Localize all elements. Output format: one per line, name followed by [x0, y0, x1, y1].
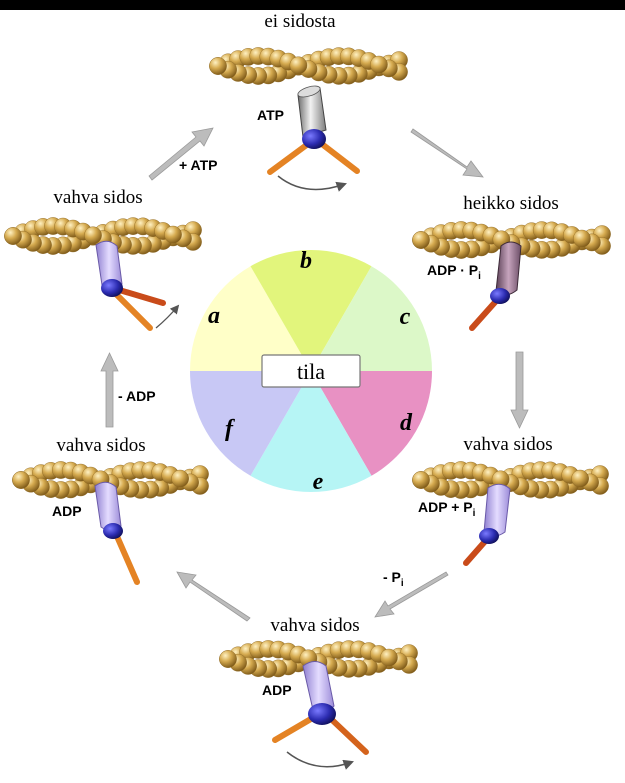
transition-release-pi-sub: i [401, 578, 404, 589]
lever-arm-upper-left-b [111, 289, 153, 331]
arrow-bottom-to-lower-left [176, 571, 251, 622]
lever-arm-bottom-left [272, 713, 319, 743]
motor-head-upper-right [490, 288, 510, 304]
center-label-box [261, 354, 361, 388]
actin-bead [84, 226, 102, 245]
top-border-bar [0, 0, 625, 10]
transition-add-atp: + ATP [179, 157, 218, 173]
rotation-arrow-upper-left [155, 304, 180, 329]
actin-bead [412, 231, 430, 249]
myosin-lower-right: ADP + Pi [418, 483, 511, 566]
state-label-upper-left: vahva sidos [53, 187, 142, 208]
nucleotide-lower-right-main: ADP + P [418, 499, 473, 515]
transition-release-adp: - ADP [118, 388, 156, 404]
actin-filament-top [209, 47, 408, 85]
neck-upper-right [495, 241, 522, 296]
cycle-arrows [100, 127, 529, 622]
center-label: tila [297, 359, 325, 384]
wheel-sector-d [311, 371, 432, 476]
wheel-sector-b [250, 250, 372, 371]
motor-head-bottom [308, 703, 336, 725]
myosin-bottom: ADP [262, 661, 369, 770]
actin-bead [12, 471, 30, 489]
lever-arm-lower-left [113, 531, 140, 585]
arrow-upper-right-to-lower-right [510, 351, 529, 429]
wheel-sector-label-e: e [313, 469, 324, 495]
state-label-top: ei sidosta [264, 11, 336, 32]
transition-release-pi: - Pi [383, 569, 404, 589]
actin-bead [380, 648, 398, 667]
wheel-sector-e [250, 371, 372, 492]
wheel-sector-label-c: c [400, 304, 411, 330]
lever-arm-upper-right [469, 297, 500, 331]
state-label-upper-right: heikko sidos [463, 193, 559, 214]
state-label-bottom: vahva sidos [270, 615, 359, 636]
wheel-sector-label-f: f [225, 416, 235, 442]
actin-bead [209, 57, 227, 75]
motor-head-upper-left [101, 279, 123, 297]
wheel-sector-label-a: a [208, 303, 220, 329]
state-label-lower-right: vahva sidos [463, 434, 552, 455]
nucleotide-label-bottom: ADP [262, 682, 292, 698]
lever-arm-bottom-right [327, 715, 369, 755]
actin-bead [219, 650, 237, 668]
actin-bead [573, 229, 591, 248]
wheel-sector-a [190, 266, 311, 371]
motor-head-lower-left [103, 523, 123, 539]
nucleotide-upper-right-main: ADP · P [427, 262, 478, 278]
arrow-top-to-upper-right [410, 128, 484, 178]
arrow-lower-left-to-upper-left [100, 352, 119, 428]
nucleotide-lower-right-sub: i [473, 508, 476, 519]
wheel-sector-f [190, 371, 311, 476]
nucleotide-label-upper-right: ADP · Pi [427, 262, 481, 282]
lever-arm-top-right [315, 138, 360, 174]
actin-filament-upper-right [412, 221, 611, 259]
lever-arm-top-left [267, 138, 315, 175]
transition-release-pi-main: - P [383, 569, 401, 585]
nucleotide-label-lower-left: ADP [52, 503, 82, 519]
actin-bead [370, 55, 388, 74]
myosin-upper-right: ADP · Pi [427, 241, 522, 331]
state-wheel: a b c d e f tila [190, 248, 432, 495]
wheel-sector-c [311, 266, 432, 371]
nucleotide-upper-right-sub: i [478, 271, 481, 282]
actin-bead [571, 469, 589, 488]
actin-filament-lower-left [12, 461, 209, 499]
nucleotide-label-lower-right: ADP + Pi [418, 499, 476, 519]
arrow-upper-left-to-top [148, 127, 214, 181]
rotation-arrow-bottom [286, 751, 354, 770]
motor-head-top [302, 129, 326, 149]
actin-bead [164, 225, 182, 244]
wheel-sector-label-b: b [300, 248, 312, 274]
actin-filament-upper-left [4, 217, 202, 255]
myosin-upper-left [95, 240, 180, 331]
wheel-sector-label-d: d [400, 410, 413, 436]
actin-bead [289, 56, 308, 75]
actin-bead [4, 227, 22, 245]
arrow-lower-right-to-bottom [374, 571, 449, 618]
myosin-top: ATP [257, 85, 360, 192]
actin-bead [171, 469, 189, 488]
motor-head-lower-right [479, 528, 499, 544]
rotation-arrow-top [277, 175, 347, 192]
atp-cylinder-top [297, 85, 321, 98]
actin-filament-lower-right [412, 461, 609, 499]
state-label-lower-left: vahva sidos [56, 435, 145, 456]
nucleotide-label-top: ATP [257, 107, 284, 123]
myosin-lower-left: ADP [52, 481, 140, 585]
lever-arm-upper-left-a [113, 286, 166, 306]
actin-bead [412, 471, 430, 489]
